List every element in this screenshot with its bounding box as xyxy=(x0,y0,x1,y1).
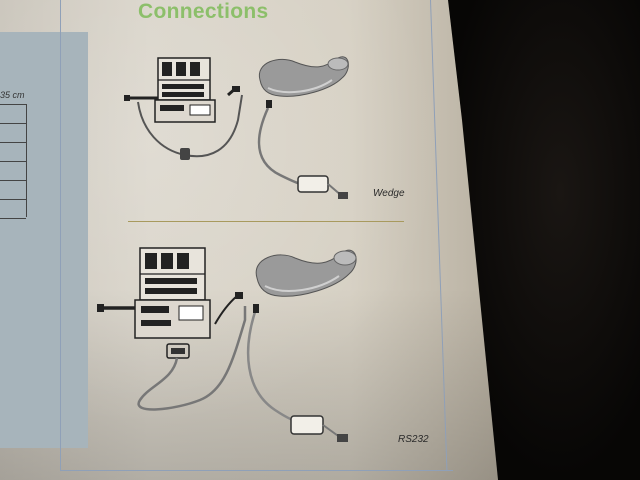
interface-box-icon xyxy=(290,415,348,442)
scanner-stand-icon xyxy=(255,249,357,297)
section-frame xyxy=(60,0,453,471)
section-divider xyxy=(128,221,404,222)
scanner-stand-icon xyxy=(258,56,349,97)
measurement-table xyxy=(0,104,27,219)
computer-icon xyxy=(124,57,216,123)
rs232-connection-diagram xyxy=(97,247,357,442)
table-row xyxy=(0,181,26,200)
section-heading: Connections xyxy=(138,0,269,23)
table-row xyxy=(0,200,26,219)
table-row xyxy=(0,162,26,181)
table-row xyxy=(0,105,26,124)
side-panel xyxy=(0,32,88,448)
serial-connector-icon xyxy=(166,343,190,359)
interface-box-icon xyxy=(297,175,348,199)
table-unit-label: 35 cm xyxy=(0,90,25,100)
table-row xyxy=(0,124,26,143)
computer-icon xyxy=(97,247,211,339)
table-row xyxy=(0,143,26,162)
rs232-caption: RS232 xyxy=(398,434,429,445)
wedge-caption: Wedge xyxy=(373,188,405,199)
wedge-connection-diagram xyxy=(124,56,349,199)
